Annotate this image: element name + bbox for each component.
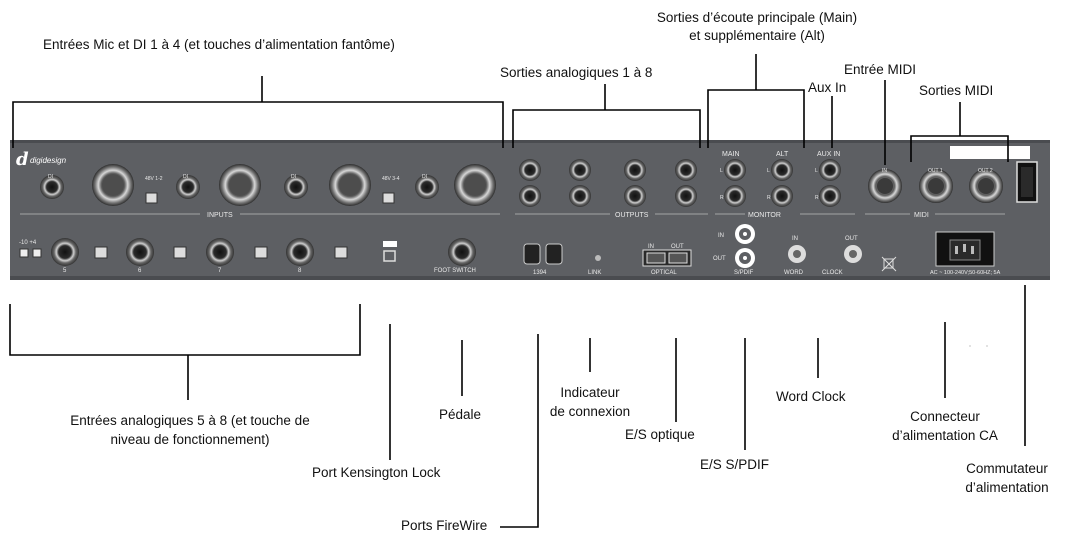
optical-ports — [642, 249, 692, 267]
digidesign-logo: d digidesign — [16, 149, 67, 170]
svg-text:d: d — [16, 149, 29, 170]
brand-text: digidesign — [30, 156, 67, 165]
pt-spdif: S/PDIF — [734, 270, 754, 276]
word-clock-ports — [788, 245, 862, 263]
callout-link-line1: Indicateur — [560, 385, 620, 400]
pt-main: MAIN — [722, 151, 740, 158]
callout-analog-inputs-line1: Entrées analogiques 5 à 8 (et touche de — [70, 413, 310, 428]
monitor-outputs — [724, 159, 841, 207]
svg-text:L: L — [767, 168, 770, 174]
link-led — [595, 255, 601, 261]
callout-firewire: Ports FireWire — [401, 518, 488, 533]
callout-aux-in: Aux In — [808, 80, 847, 95]
callout-ac-connector-line1: Connecteur — [910, 409, 980, 424]
svg-text:L: L — [815, 168, 818, 174]
callout-midi-out: Sorties MIDI — [919, 83, 994, 98]
pt-di4: DI — [422, 174, 427, 180]
callout-monitor-outputs-line2: et supplémentaire (Alt) — [689, 28, 825, 43]
pt-di3: DI — [291, 174, 296, 180]
pt-clock: CLOCK — [822, 270, 843, 276]
callout-pedal: Pédale — [439, 407, 482, 422]
pt-opt-out: OUT — [671, 244, 684, 250]
kensington-lock-port — [383, 241, 397, 262]
spdif-ports — [735, 224, 755, 268]
svg-text:L: L — [720, 168, 723, 174]
pt-sp-in: IN — [718, 233, 724, 239]
pt-wc-in: IN — [792, 236, 798, 242]
callout-power-switch-line2: d’alimentation — [965, 480, 1049, 495]
pt-sp-out: OUT — [713, 256, 726, 262]
callout-kensington-lock: Port Kensington Lock — [312, 465, 441, 480]
svg-text:5: 5 — [63, 268, 67, 274]
pt-opt-in: IN — [648, 244, 654, 250]
pt-in-midi: IN — [882, 168, 887, 174]
label-plate — [950, 146, 1030, 159]
pt-word: WORD — [784, 270, 804, 276]
pt-wc-out: OUT — [845, 236, 858, 242]
callout-mic-di-inputs: Entrées Mic et DI 1 à 4 (et touches d’al… — [43, 37, 395, 52]
callout-power-switch-line1: Commutateur — [966, 461, 1048, 476]
callout-spdif-io: E/S S/PDIF — [700, 457, 770, 472]
panel-labels: INPUTS OUTPUTS MONITOR MIDI MAIN ALT AUX… — [19, 151, 1001, 276]
callout-ac-connector-line2: d’alimentation CA — [892, 428, 998, 443]
callout-analog-inputs-line2: niveau de fonctionnement) — [110, 432, 270, 447]
firewire-ports — [523, 243, 563, 265]
analog-outputs — [519, 159, 697, 207]
pt-48a: 48V 1-2 — [145, 176, 163, 182]
callout-word-clock: Word Clock — [776, 389, 846, 404]
leader-lines — [9, 54, 1026, 528]
pt-di1: DI — [48, 174, 53, 180]
pt-foot: FOOT SWITCH — [434, 268, 476, 274]
pt-inputs: INPUTS — [207, 212, 233, 219]
pt-alt: ALT — [776, 151, 789, 158]
svg-text:7: 7 — [218, 268, 222, 274]
callout-midi-in: Entrée MIDI — [844, 62, 917, 77]
callout-monitor-outputs-line1: Sorties d’écoute principale (Main) — [656, 10, 858, 25]
stray-dots — [969, 345, 988, 347]
svg-text:6: 6 — [138, 268, 142, 274]
ac-power-connector — [935, 231, 995, 267]
foot-switch-jack — [448, 238, 476, 266]
pt-optical: OPTICAL — [651, 270, 677, 276]
weee-icon — [881, 256, 897, 272]
pt-di2: DI — [183, 174, 188, 180]
pt-level: -10 +4 — [19, 240, 37, 246]
callout-link-line2: de connexion — [549, 404, 631, 419]
svg-text:R: R — [720, 195, 724, 201]
pt-midi: MIDI — [914, 212, 929, 219]
pt-out1: OUT 1 — [928, 168, 943, 174]
svg-text:8: 8 — [298, 268, 302, 274]
callout-optical-io: E/S optique — [625, 427, 695, 442]
mic-di-inputs — [40, 164, 496, 206]
pt-out2: OUT 2 — [978, 168, 993, 174]
svg-text:R: R — [767, 195, 771, 201]
power-switch — [1016, 161, 1038, 203]
pt-monitor: MONITOR — [748, 212, 781, 219]
analog-inputs-5-8 — [19, 238, 348, 266]
pt-link: LINK — [588, 270, 601, 276]
pt-ac: AC ~ 100-240V;50-60HZ; 5A — [930, 270, 1001, 276]
svg-text:R: R — [815, 195, 819, 201]
pt-auxin: AUX IN — [817, 151, 840, 158]
callout-analog-outputs: Sorties analogiques 1 à 8 — [500, 65, 653, 80]
pt-outputs: OUTPUTS — [615, 212, 649, 219]
pt-fw: 1394 — [533, 270, 547, 276]
midi-ports — [868, 169, 1003, 203]
pt-48b: 48V 3-4 — [382, 176, 400, 182]
